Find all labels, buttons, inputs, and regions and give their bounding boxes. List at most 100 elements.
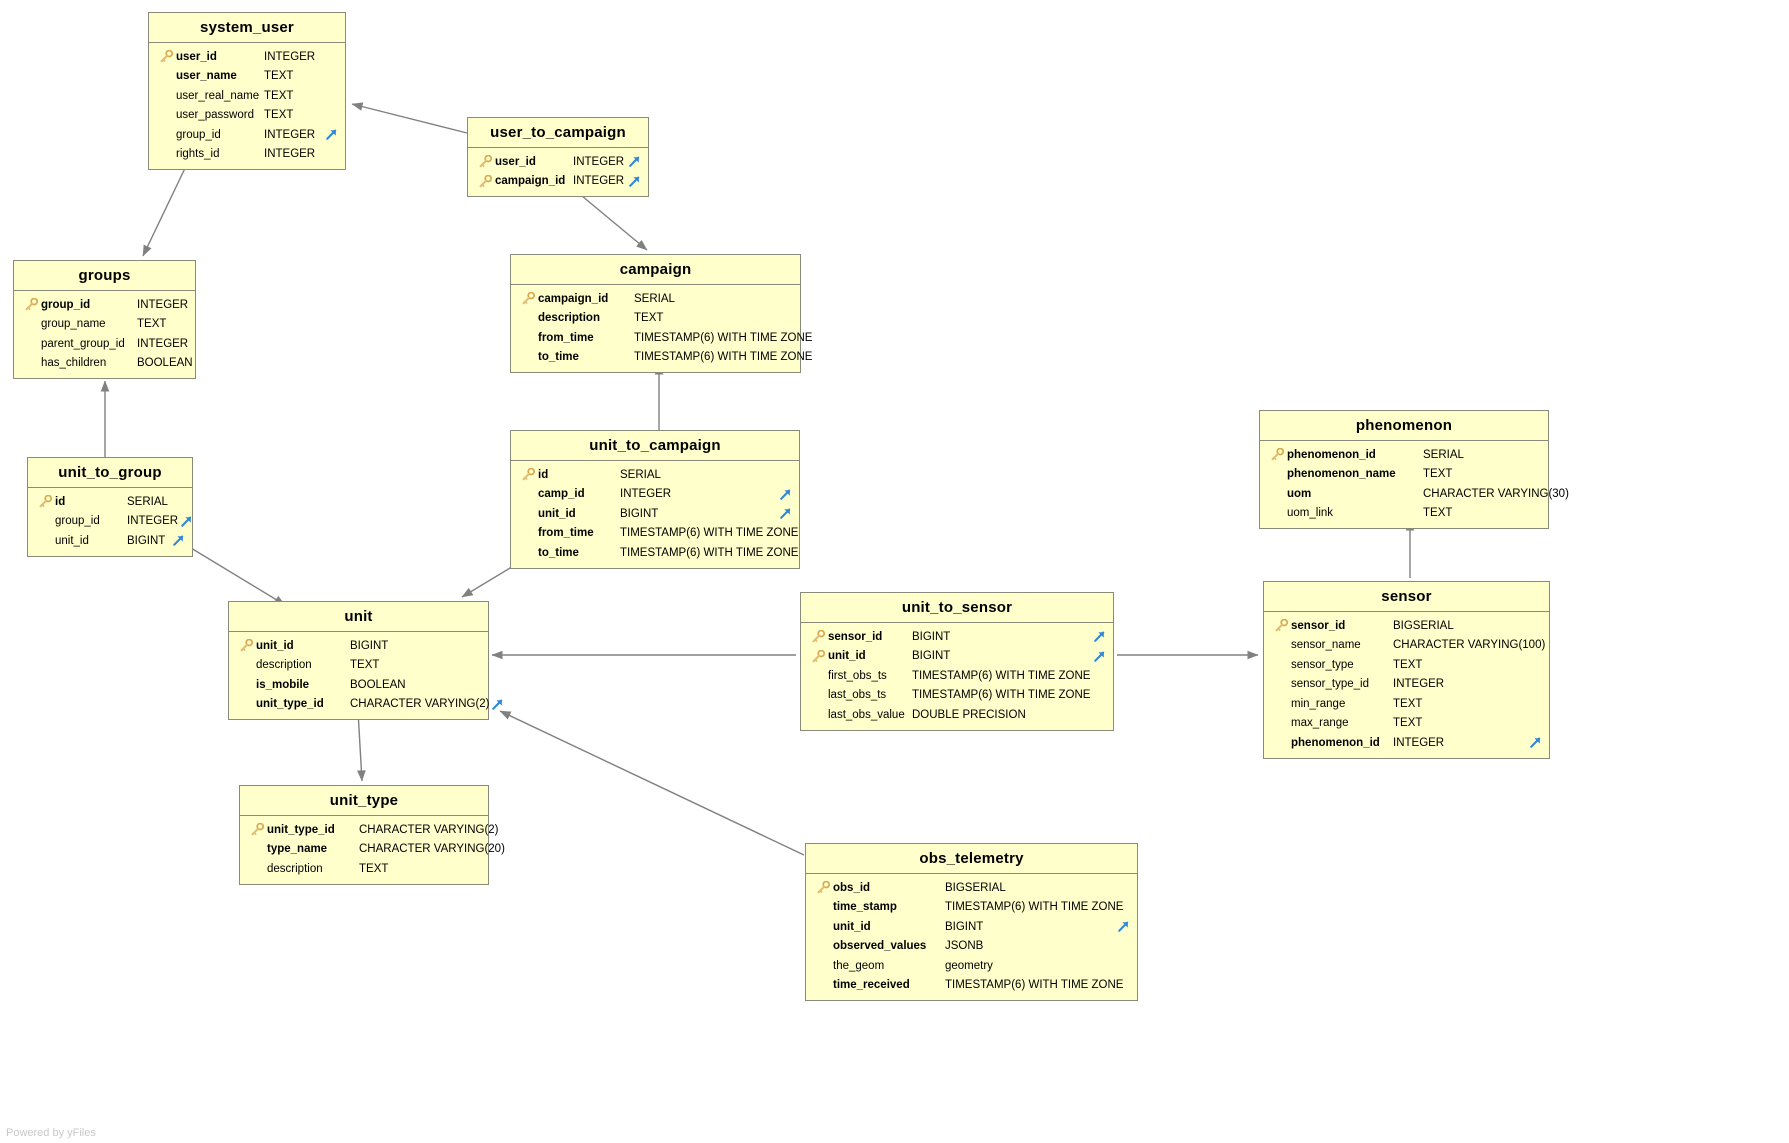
primary-key-icon — [22, 298, 41, 311]
attribute-name: unit_id — [828, 650, 866, 663]
relationship-obs_telemetry-to-unit — [499, 710, 805, 856]
attribute-type: TIMESTAMP(6) WITH TIME ZONE — [634, 351, 813, 364]
foreign-key-icon — [626, 155, 642, 168]
attribute-name: user_real_name — [176, 89, 260, 102]
attribute-type: INTEGER — [1393, 678, 1445, 691]
attribute-type: INTEGER — [1393, 736, 1445, 749]
attribute-type: TEXT — [264, 89, 294, 102]
attribute-name: to_time — [538, 546, 579, 559]
attribute-type: INTEGER — [137, 337, 189, 350]
entity-title-unit_to_sensor: unit_to_sensor — [801, 593, 1113, 623]
attribute-type: INTEGER — [573, 155, 625, 168]
attribute-name: id — [55, 495, 66, 508]
attribute-name: from_time — [538, 527, 594, 540]
entity-title-unit: unit — [229, 602, 488, 632]
attribute-name: campaign_id — [495, 175, 566, 188]
attribute-type: TIMESTAMP(6) WITH TIME ZONE — [620, 546, 799, 559]
attribute-name: uom_link — [1287, 507, 1334, 520]
attribute-type: TEXT — [1393, 658, 1423, 671]
attribute-type: geometry — [945, 959, 993, 972]
attribute-name: user_id — [495, 155, 536, 168]
attribute-name: sensor_id — [1291, 619, 1346, 632]
attribute-type: SERIAL — [620, 468, 661, 481]
primary-key-icon — [157, 50, 176, 63]
attribute-type: TEXT — [1393, 717, 1423, 730]
foreign-key-icon — [1115, 920, 1131, 933]
attribute-type: INTEGER — [264, 50, 316, 63]
attribute-name: group_id — [41, 298, 91, 311]
attribute-type: CHARACTER VARYING(20) — [359, 843, 505, 856]
attribute-name: rights_id — [176, 148, 220, 161]
attribute-name: description — [267, 862, 323, 875]
entity-title-unit_type: unit_type — [240, 786, 488, 816]
attribute-type: BIGINT — [945, 920, 984, 933]
attribute-type: JSONB — [945, 940, 984, 953]
attribute-name: unit_id — [55, 534, 89, 547]
entity-title-unit_to_group: unit_to_group — [28, 458, 192, 488]
attribute-name: uom — [1287, 487, 1312, 500]
primary-key-icon — [476, 174, 495, 188]
attribute-type: CHARACTER VARYING(2) — [359, 823, 499, 836]
attribute-name: unit_id — [538, 507, 576, 520]
attribute-type: TIMESTAMP(6) WITH TIME ZONE — [912, 669, 1091, 682]
attribute-name: campaign_id — [538, 292, 609, 305]
entity-title-campaign: campaign — [511, 255, 800, 285]
attribute-name: last_obs_value — [828, 708, 905, 721]
attribute-name: sensor_name — [1291, 639, 1361, 652]
attribute-type: TEXT — [359, 862, 389, 875]
attribute-name: description — [256, 659, 312, 672]
attribute-type: BIGINT — [350, 639, 389, 652]
attribute-type: INTEGER — [264, 128, 316, 141]
attribute-name: has_children — [41, 357, 107, 370]
attribute-type: TEXT — [634, 312, 664, 325]
attribute-type: INTEGER — [573, 175, 625, 188]
attribute-name: first_obs_ts — [828, 669, 887, 682]
foreign-key-icon — [777, 488, 793, 501]
attribute-type: INTEGER — [620, 488, 672, 501]
attribute-type: BOOLEAN — [137, 357, 193, 370]
attribute-type: TIMESTAMP(6) WITH TIME ZONE — [945, 901, 1124, 914]
attribute-type: TIMESTAMP(6) WITH TIME ZONE — [912, 689, 1091, 702]
attribute-type: TIMESTAMP(6) WITH TIME ZONE — [620, 527, 799, 540]
attribute-name: to_time — [538, 351, 579, 364]
foreign-key-icon — [1527, 736, 1543, 749]
attribute-type: BIGINT — [127, 534, 166, 547]
attribute-type: BOOLEAN — [350, 678, 406, 691]
attribute-name: phenomenon_id — [1291, 736, 1380, 749]
attribute-name: user_password — [176, 109, 254, 122]
attribute-type: BIGINT — [620, 507, 659, 520]
